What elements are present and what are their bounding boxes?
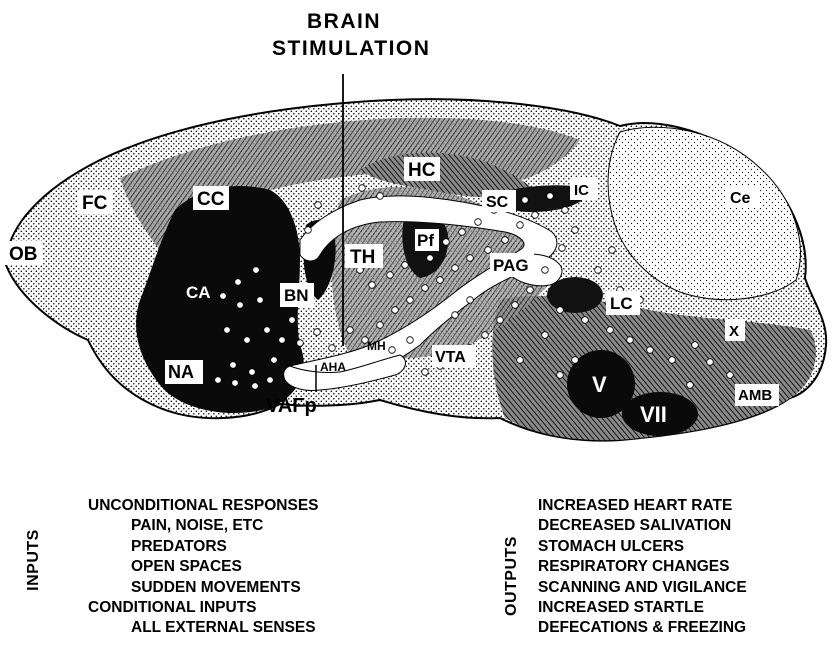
label-amb: AMB (735, 384, 779, 406)
label-pag-text: PAG (493, 256, 529, 275)
inputs-item: PAIN, NOISE, ETC (88, 516, 319, 536)
outputs-item: DECREASED SALIVATION (538, 516, 747, 536)
label-aha: AHA (320, 360, 346, 374)
label-hc: HC (404, 157, 440, 181)
brain-diagram: OB FC CC HC TH Pf SC IC Ce PAG CA BN (0, 0, 832, 470)
label-vii: VII (640, 402, 667, 427)
label-bn-text: BN (284, 286, 309, 305)
label-na: NA (165, 360, 203, 384)
label-ob: OB (4, 241, 42, 265)
label-sc: SC (482, 190, 516, 212)
label-ce: Ce (725, 186, 759, 208)
label-fc-text: FC (82, 193, 108, 214)
label-mh: MH (367, 339, 386, 353)
label-vii-text: VII (640, 402, 667, 427)
label-lc-text: LC (610, 294, 633, 313)
label-lc: LC (606, 291, 640, 315)
label-pf-text: Pf (417, 231, 434, 250)
label-aha-text: AHA (320, 360, 346, 374)
inputs-list: UNCONDITIONAL RESPONSES PAIN, NOISE, ETC… (88, 496, 319, 639)
label-na-text: NA (168, 362, 194, 382)
label-vafp: VAFp (266, 395, 317, 417)
label-ca-text: CA (186, 283, 211, 302)
inputs-item: SUDDEN MOVEMENTS (88, 578, 319, 598)
inputs-item: PREDATORS (88, 537, 319, 557)
inputs-item: OPEN SPACES (88, 557, 319, 577)
outputs-side-label: OUTPUTS (503, 531, 523, 621)
label-fc: FC (78, 190, 112, 214)
inputs-item: ALL EXTERNAL SENSES (88, 618, 319, 638)
label-pag: PAG (490, 253, 534, 277)
label-vafp-text: VAFp (266, 395, 317, 417)
label-th: TH (345, 244, 383, 268)
label-cc: CC (193, 186, 229, 210)
label-x: X (725, 319, 745, 341)
outputs-list: INCREASED HEART RATE DECREASED SALIVATIO… (538, 496, 747, 639)
label-ic: IC (570, 178, 598, 200)
inputs-item: CONDITIONAL INPUTS (88, 598, 319, 618)
label-vta: VTA (432, 345, 476, 367)
outputs-item: INCREASED STARTLE (538, 598, 747, 618)
label-v: V (592, 372, 607, 397)
outputs-item: RESPIRATORY CHANGES (538, 557, 747, 577)
label-ob-text: OB (9, 244, 38, 265)
outputs-item: SCANNING AND VIGILANCE (538, 578, 747, 598)
label-cc-text: CC (197, 189, 225, 210)
inputs-item: UNCONDITIONAL RESPONSES (88, 496, 319, 516)
label-ca: CA (186, 283, 211, 302)
label-x-text: X (729, 323, 739, 340)
label-bn: BN (280, 283, 314, 307)
label-ce-text: Ce (730, 190, 751, 207)
label-amb-text: AMB (738, 387, 772, 404)
label-mh-text: MH (367, 339, 386, 353)
outputs-item: DEFECATIONS & FREEZING (538, 618, 747, 638)
label-sc-text: SC (486, 194, 509, 211)
label-hc-text: HC (408, 160, 436, 181)
outputs-item: STOMACH ULCERS (538, 537, 747, 557)
label-th-text: TH (350, 247, 375, 268)
label-vta-text: VTA (435, 349, 466, 366)
inputs-side-label: INPUTS (25, 520, 45, 600)
label-pf: Pf (415, 229, 439, 251)
label-v-text: V (592, 372, 607, 397)
label-ic-text: IC (574, 182, 589, 199)
outputs-item: INCREASED HEART RATE (538, 496, 747, 516)
